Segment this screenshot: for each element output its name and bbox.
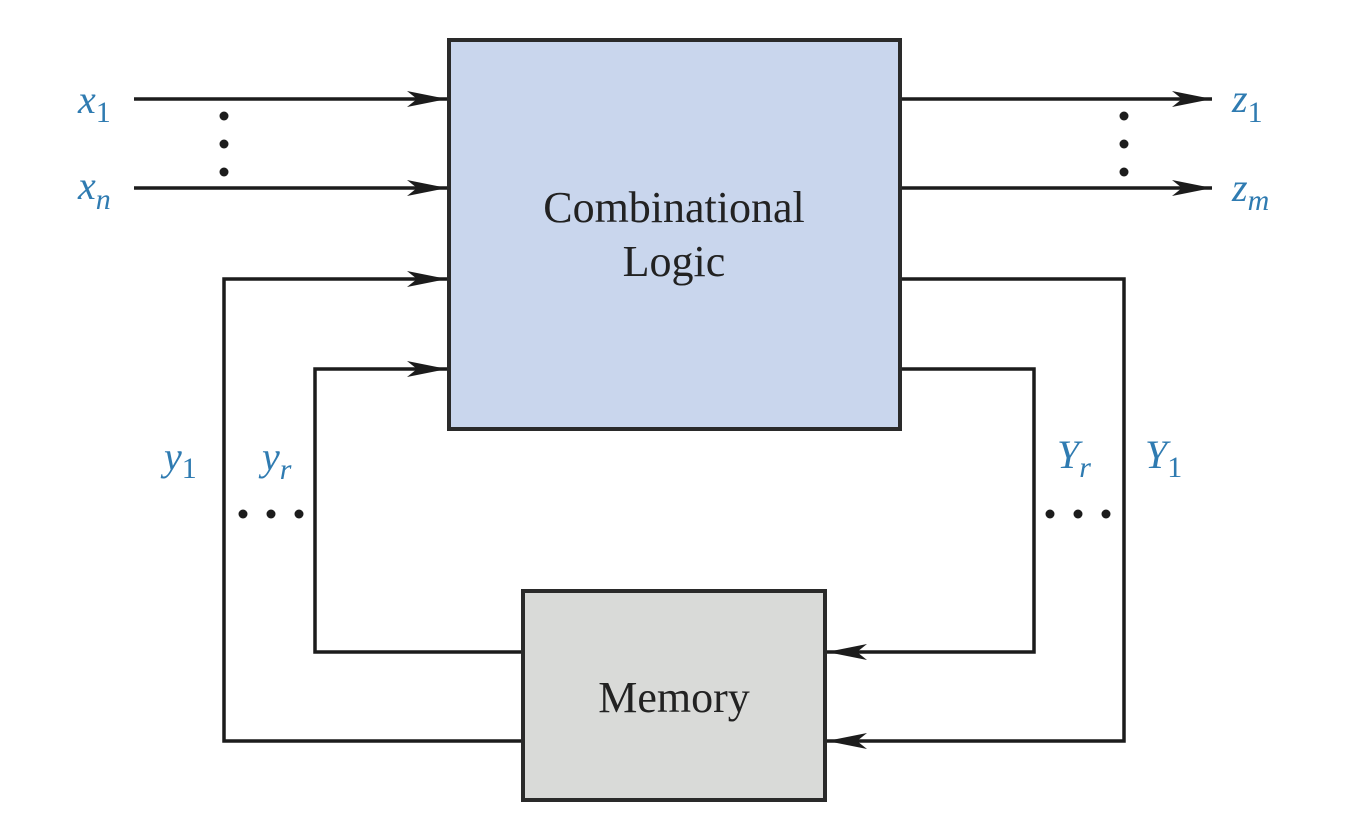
signal-label-zm: zm — [1231, 165, 1269, 217]
signal-label-Yr-next: Yr — [1057, 432, 1091, 484]
feedback-horizontal-ellipsis — [238, 509, 304, 519]
memory-block: Memory — [521, 589, 827, 802]
signal-label-xn: xn — [77, 163, 111, 216]
feedback-wire-yr — [313, 361, 521, 654]
memory-box — [521, 589, 827, 802]
combinational-logic-label-line2: Logic — [623, 237, 726, 286]
signal-label-y1: y1 — [160, 434, 197, 485]
next-state-horizontal-ellipsis — [1045, 509, 1111, 519]
next-state-wire-yr — [827, 367, 1036, 660]
signal-label-x1: x1 — [77, 77, 111, 129]
combinational-logic-box — [447, 38, 902, 431]
signal-label-Y1-next: Y1 — [1145, 432, 1182, 484]
feedback-wire-y1 — [222, 271, 521, 743]
memory-label: Memory — [598, 673, 750, 722]
output-vertical-ellipsis — [1119, 111, 1129, 177]
combinational-logic-block: Combinational Logic — [447, 38, 902, 431]
signal-label-yr: yr — [258, 434, 292, 486]
signal-label-z1: z1 — [1231, 76, 1263, 129]
input-vertical-ellipsis — [219, 111, 229, 177]
next-state-wire-y1 — [827, 277, 1126, 749]
combinational-logic-label-line1: Combinational — [543, 183, 805, 232]
